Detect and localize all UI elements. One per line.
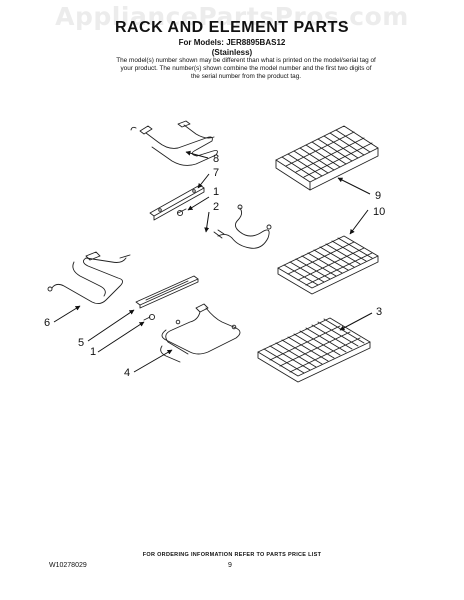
watermark-logo: AppliancePartsPros.com xyxy=(55,2,409,31)
finish-label: (Stainless) xyxy=(211,48,253,57)
page-number: 9 xyxy=(228,562,232,569)
callout-1-lower: 1 xyxy=(90,346,97,358)
model-note: The model(s) number shown may be differe… xyxy=(116,57,376,80)
oven-rack-part-3 xyxy=(257,317,371,383)
model-number: For Models: JER8895BAS12 xyxy=(178,38,286,47)
screw-part-1-upper xyxy=(176,208,187,217)
callout-1-upper: 1 xyxy=(213,186,220,198)
callout-7: 7 xyxy=(213,167,220,179)
callout-5: 5 xyxy=(78,337,85,349)
leader-line-1-lower xyxy=(97,321,145,353)
leader-line-3 xyxy=(339,312,373,331)
leader-line-2 xyxy=(204,211,210,233)
leader-line-5 xyxy=(87,309,135,342)
leader-line-7 xyxy=(197,173,210,189)
leader-line-8 xyxy=(185,150,209,159)
oven-rack-part-10 xyxy=(277,235,379,295)
callout-6: 6 xyxy=(44,317,51,329)
leader-line-4 xyxy=(133,349,173,373)
callout-3: 3 xyxy=(376,306,383,318)
callout-10: 10 xyxy=(373,206,386,218)
lower-element-part-6 xyxy=(47,251,131,305)
bake-element-part-4 xyxy=(160,303,241,363)
oven-rack-part-9 xyxy=(275,125,379,191)
document-number: W10278029 xyxy=(49,562,87,569)
element-bracket-part-7 xyxy=(149,184,205,221)
lower-bracket-part-5 xyxy=(135,275,199,309)
callout-2: 2 xyxy=(213,201,220,213)
callout-9: 9 xyxy=(375,190,382,202)
callout-4: 4 xyxy=(124,367,131,379)
leader-line-9 xyxy=(337,177,371,195)
callout-8: 8 xyxy=(213,153,220,165)
leader-line-1-upper xyxy=(187,196,210,211)
upper-element-part-8 xyxy=(130,120,218,166)
leader-line-6 xyxy=(53,305,81,323)
screw-part-1-lower xyxy=(143,313,156,321)
leader-line-10 xyxy=(349,209,369,235)
wire-harness-part-2 xyxy=(213,204,272,249)
page-title: RACK AND ELEMENT PARTS xyxy=(114,19,350,36)
ordering-info: FOR ORDERING INFORMATION REFER TO PARTS … xyxy=(142,552,322,558)
